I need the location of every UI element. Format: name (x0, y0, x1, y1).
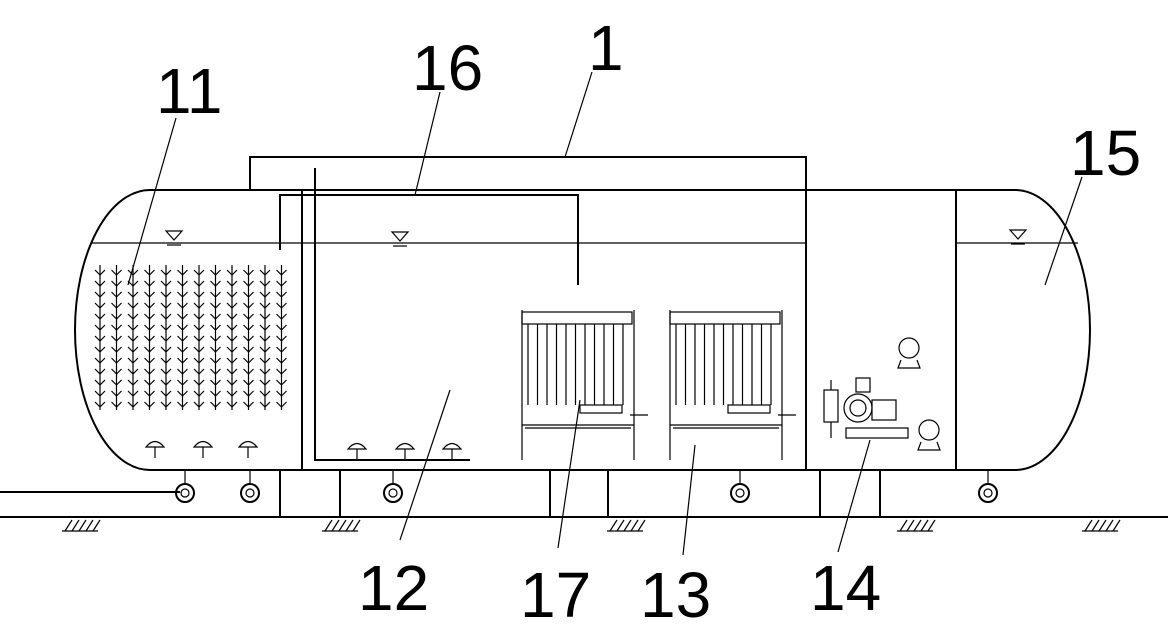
callout-12: 12 (358, 552, 429, 624)
ground-hatches (62, 519, 1121, 532)
membrane-module-1 (521, 310, 648, 460)
water-level-symbol (164, 229, 1028, 247)
aquatic-plants (94, 265, 287, 410)
callout-17: 17 (520, 559, 591, 624)
tank-supports (279, 470, 881, 517)
wheel (175, 483, 195, 503)
callout-14: 14 (810, 552, 881, 624)
wheel (978, 483, 998, 503)
callout-1: 1 (588, 12, 624, 84)
callout-13: 13 (640, 559, 711, 624)
wheels (175, 470, 998, 503)
callout-15: 15 (1070, 117, 1141, 189)
pump-icon (917, 419, 941, 451)
aerators (144, 440, 463, 460)
callout-16: 16 (412, 32, 483, 104)
aerator (237, 440, 259, 448)
top-housing (249, 156, 807, 190)
wheel (383, 483, 403, 503)
wheel (730, 483, 750, 503)
membrane-module-2 (669, 310, 796, 460)
aerator (144, 440, 166, 448)
tank-body (74, 189, 1091, 471)
aerator (346, 442, 368, 450)
pump-icon (897, 337, 921, 369)
aerator (394, 442, 416, 450)
aerator (441, 442, 463, 450)
wheel (240, 483, 260, 503)
aerator (192, 440, 214, 448)
pump-motor-assembly (823, 377, 909, 439)
leader-lines (127, 71, 1083, 556)
return-pipe-16 (279, 194, 579, 285)
callout-11: 11 (156, 55, 222, 127)
internal-pipe (314, 168, 470, 461)
